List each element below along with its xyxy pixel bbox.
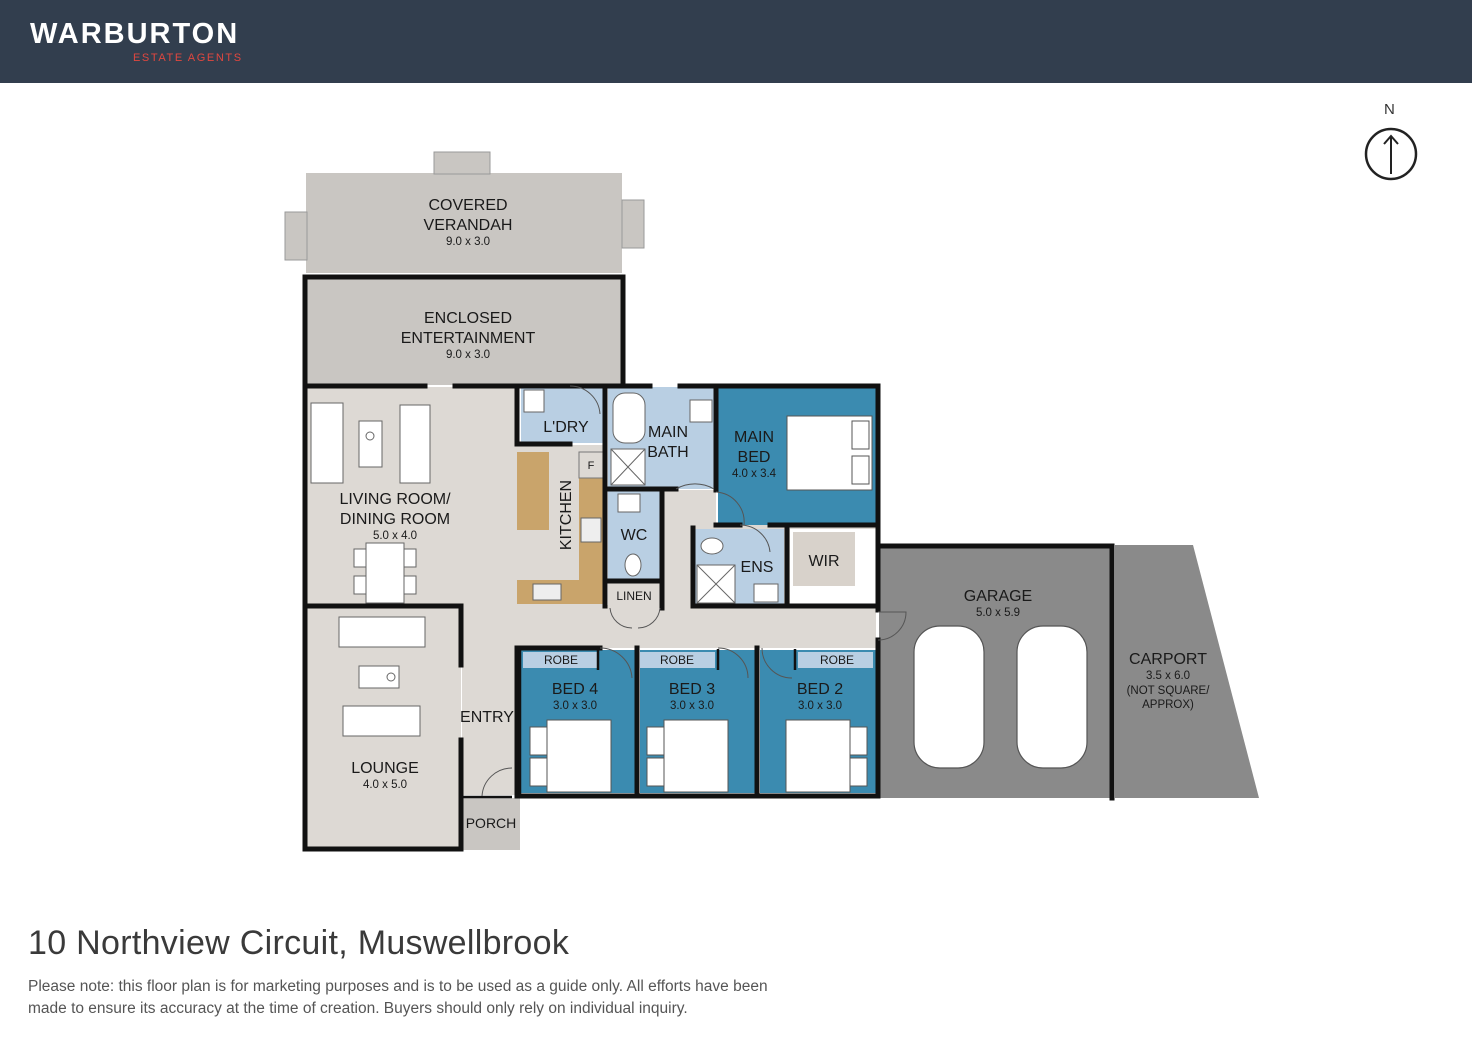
wc-label: WC <box>621 527 648 544</box>
lounge-dims: 4.0 x 5.0 <box>363 779 407 791</box>
kitchen-label: KITCHEN <box>558 480 575 550</box>
garage-label: GARAGE <box>964 588 1032 605</box>
north-arrow-icon <box>1364 127 1418 181</box>
linen-floor <box>608 583 660 607</box>
entertainment-name-1: ENCLOSED <box>424 310 512 327</box>
ensuite-basin <box>753 583 779 603</box>
bed2-robe: ROBE <box>820 653 854 667</box>
ensuite-label: ENS <box>741 559 774 576</box>
verandah-name-2: VERANDAH <box>424 217 513 234</box>
compass-label: N <box>1384 101 1395 118</box>
entry-label: ENTRY <box>460 709 514 726</box>
porch-floor <box>462 798 520 850</box>
wc-basin <box>617 493 641 513</box>
bathtub <box>612 392 646 444</box>
ensuite-toilet <box>700 537 724 555</box>
wir-label: WIR <box>808 553 839 570</box>
porch-label: PORCH <box>466 815 517 831</box>
disclaimer-text: Please note: this floor plan is for mark… <box>28 978 768 1017</box>
laundry-label: L'DRY <box>543 419 589 436</box>
door-swings <box>481 385 907 797</box>
living-label-2: DINING ROOM <box>340 511 450 528</box>
bed2-dims: 3.0 x 3.0 <box>798 700 842 712</box>
thin-walls <box>462 649 797 799</box>
lounge-label: LOUNGE <box>351 760 419 777</box>
bed3-dims: 3.0 x 3.0 <box>670 700 714 712</box>
carport-note-2: APPROX) <box>1142 699 1194 711</box>
bed3-room: ROBE BED 3 3.0 x 3.0 <box>640 650 755 793</box>
verandah-dims: 9.0 x 3.0 <box>446 236 490 248</box>
covered-verandah: COVERED VERANDAH 9.0 x 3.0 <box>284 151 645 273</box>
main-bed-label-1: MAIN <box>734 429 774 446</box>
bed4-robe: ROBE <box>544 653 578 667</box>
entertainment-dims: 9.0 x 3.0 <box>446 349 490 361</box>
cooktop <box>580 517 602 543</box>
carport-area: CARPORT 3.5 x 6.0 (NOT SQUARE/ APPROX) <box>1115 545 1259 798</box>
living-label-1: LIVING ROOM/ <box>339 491 451 508</box>
bed3-label: BED 3 <box>669 681 715 698</box>
bed4-room: ROBE BED 4 3.0 x 3.0 <box>521 650 635 793</box>
brand-logo[interactable]: WARBURTON <box>30 18 240 50</box>
main-bed-dims: 4.0 x 3.4 <box>732 468 777 480</box>
header-bar: WARBURTON ESTATE AGENTS <box>0 0 1472 83</box>
bath-basin <box>689 399 713 423</box>
property-address: 10 Northview Circuit, Muswellbrook <box>28 924 570 962</box>
fridge-label: F <box>588 460 595 472</box>
bed4-dims: 3.0 x 3.0 <box>553 700 597 712</box>
lounge-furniture <box>338 616 426 737</box>
kitchen-island <box>517 452 549 530</box>
wir-shelving <box>793 532 855 586</box>
kitchen-sink <box>532 583 562 601</box>
garage-dims: 5.0 x 5.9 <box>976 607 1020 619</box>
walls <box>302 274 1115 852</box>
entertainment-name-2: ENTERTAINMENT <box>401 330 536 347</box>
verandah-name-1: COVERED <box>428 197 507 214</box>
bed4-label: BED 4 <box>552 681 598 698</box>
living-furniture <box>310 402 431 604</box>
linen-label: LINEN <box>616 589 651 603</box>
main-bath-label-2: BATH <box>647 444 688 461</box>
main-bed-label-2: BED <box>738 449 771 466</box>
laundry-tub <box>523 389 545 413</box>
carport-label: CARPORT <box>1129 651 1207 668</box>
car-1-icon <box>913 625 985 769</box>
enclosed-entertainment: ENCLOSED ENTERTAINMENT 9.0 x 3.0 <box>306 277 622 385</box>
living-dims: 5.0 x 4.0 <box>373 530 417 542</box>
wc-toilet <box>624 553 642 577</box>
garage-room: GARAGE 5.0 x 5.9 <box>879 548 1111 798</box>
carport-dims: 3.5 x 6.0 <box>1146 670 1190 682</box>
car-2-icon <box>1016 625 1088 769</box>
brand-tagline: ESTATE AGENTS <box>133 52 243 64</box>
bed3-robe: ROBE <box>660 653 694 667</box>
bed2-label: BED 2 <box>797 681 843 698</box>
bed2-room: ROBE BED 2 3.0 x 3.0 <box>760 650 876 793</box>
main-bath-label-1: MAIN <box>648 424 688 441</box>
carport-note-1: (NOT SQUARE/ <box>1127 685 1211 697</box>
